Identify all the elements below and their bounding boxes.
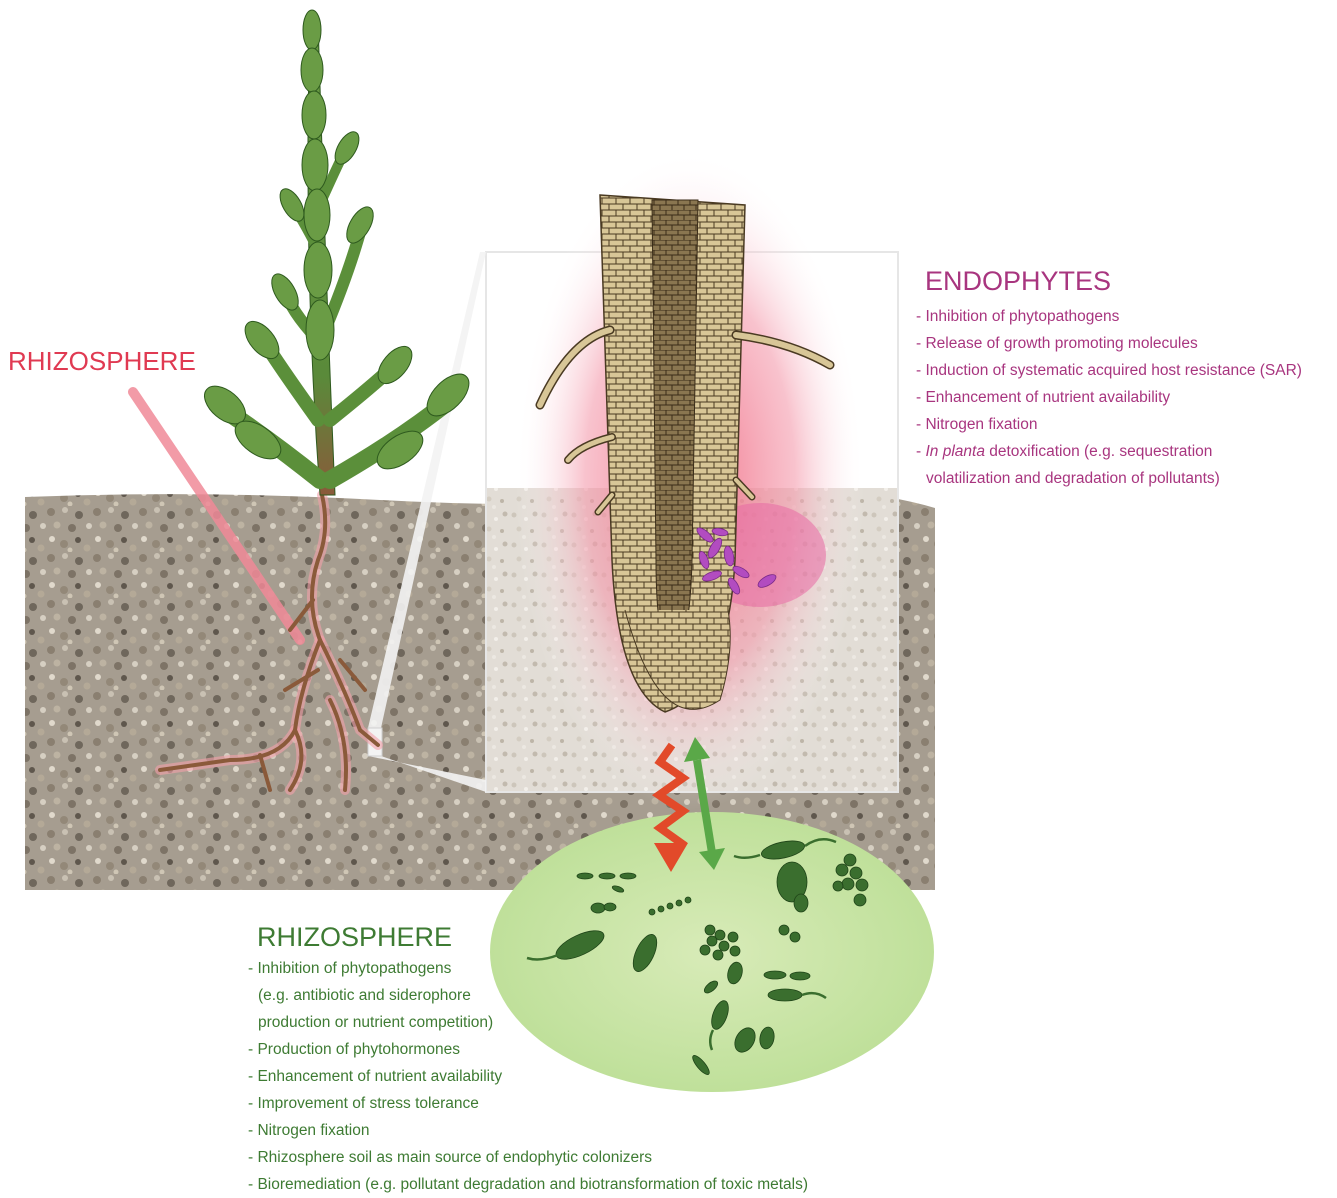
endophytes-title: ENDOPHYTES [925,266,1111,297]
endophytes-item: - Inhibition of phytopathogens [916,303,1302,330]
rhizosphere-item: - Nitrogen fixation [248,1117,808,1144]
rhizosphere-item: - Enhancement of nutrient availability [248,1063,808,1090]
rhizosphere-title: RHIZOSPHERE [257,922,452,953]
rhizosphere-item: - Bioremediation (e.g. pollutant degrada… [248,1171,808,1198]
rhizosphere-item: - Improvement of stress tolerance [248,1090,808,1117]
endophytes-item-continuation: volatilization and degradation of pollut… [916,465,1302,492]
plant-shoot [198,10,477,495]
endophytes-item: - Induction of systematic acquired host … [916,357,1302,384]
rhizosphere-item-continuation: (e.g. antibiotic and siderophore [248,982,808,1009]
rhizosphere-item: - Production of phytohormones [248,1036,808,1063]
in-planta-italic: In planta [925,443,984,460]
endophytes-list: - Inhibition of phytopathogens - Release… [916,303,1302,492]
rhizosphere-list: - Inhibition of phytopathogens (e.g. ant… [248,955,808,1198]
endophytes-item-rest: detoxification (e.g. sequestration [985,443,1212,460]
rhizosphere-plant-label: RHIZOSPHERE [8,346,196,377]
rhizosphere-item: - Rhizosphere soil as main source of end… [248,1144,808,1171]
endophytes-item: - Enhancement of nutrient availability [916,384,1302,411]
rhizosphere-item-continuation: production or nutrient competition) [248,1009,808,1036]
endophytes-item-detox: - In planta detoxification (e.g. sequest… [916,438,1302,465]
rhizosphere-item: - Inhibition of phytopathogens [248,955,808,982]
endophytes-item: - Release of growth promoting molecules [916,330,1302,357]
endophytes-item: - Nitrogen fixation [916,411,1302,438]
